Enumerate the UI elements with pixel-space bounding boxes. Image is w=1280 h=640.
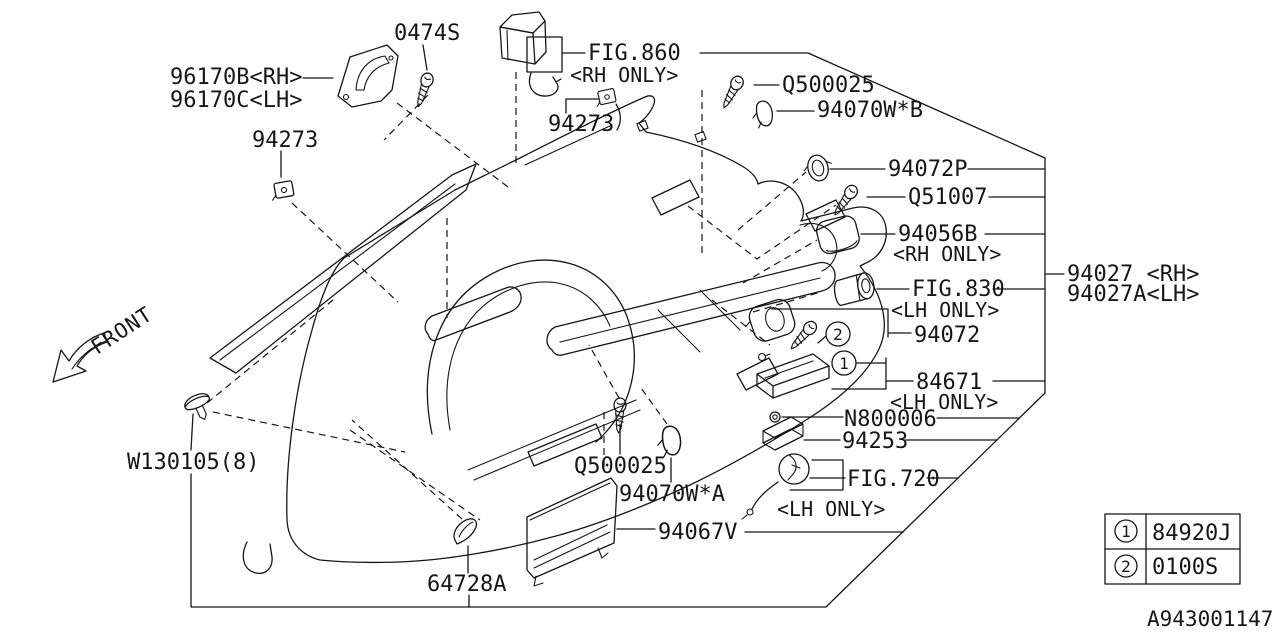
socket-94072-icon [745,298,796,342]
screw-q500025-bottom-icon [613,397,627,434]
grommet-94072p-icon [803,154,832,182]
label-96170c-lh: 96170C<LH> [170,88,302,113]
legend-part-2: 0100S [1152,555,1218,580]
label-64728a: 64728A [427,572,506,597]
fig860-box-icon [499,11,563,97]
socket-fig830-icon [833,272,875,307]
label-94273-top: 94273 [548,112,614,137]
label-84671-note: <LH ONLY> [890,390,998,414]
label-94056b-note: <RH ONLY> [893,242,1001,266]
label-94067v: 94067V [658,520,737,545]
label-fig830: FIG.830 [912,277,1005,302]
label-94273-left: 94273 [252,128,318,153]
lamp-84671-icon [756,352,830,399]
label-fig830-note: <LH ONLY> [891,298,999,322]
cap-94056b-icon [815,215,860,255]
legend-table: 1 84920J 2 0100S [1104,513,1241,585]
label-96170b-rh: 96170B<RH> [170,65,302,90]
front-label: FRONT [87,302,157,359]
bracket-96170-icon [337,44,399,108]
label-94070wb: 94070W*B [817,98,923,123]
pad-64728a-icon [453,518,478,545]
callout-1-text: 1 [839,354,849,373]
label-fig860-note: <RH ONLY> [570,63,678,87]
screw-94072-icon [790,320,818,350]
clip-94273-top-icon [596,88,617,107]
dashed-leader-lines [206,72,837,521]
label-n800006: N800006 [844,407,937,432]
clip-94070wa-icon [657,425,682,458]
grommet-fig720-icon [741,453,810,520]
label-fig720: FIG.720 [847,467,940,492]
rivet-w130105-icon [184,393,211,420]
label-fig720-note: <LH ONLY> [777,497,885,521]
callout-number-1: 1 [831,350,857,376]
legend-row-2: 2 0100S [1114,554,1218,580]
label-0474s: 0474S [394,21,460,46]
label-84671: 84671 [916,370,982,395]
label-q500025-bottom: Q500025 [574,454,667,479]
label-94072p: 94072P [888,157,967,182]
legend-num-1: 1 [1121,522,1131,541]
screw-q500025-top-icon [723,75,744,109]
callout-2-text: 2 [833,325,843,344]
legend-row-1: 1 84920J [1114,519,1231,546]
part-icons [184,11,875,587]
front-direction-indicator: FRONT [52,302,157,383]
nut-n800006-icon [769,411,781,423]
diagram-id: A943001147 [1147,607,1273,631]
label-94027-rh: 94027 <RH> [1067,262,1199,287]
label-q500025-top: Q500025 [782,73,875,98]
label-fig860: FIG.860 [588,41,681,66]
legend-num-2: 2 [1121,557,1131,576]
screw-0474s-icon [417,72,434,108]
bracket-94253-icon [762,416,804,451]
label-94027a-lh: 94027A<LH> [1067,282,1199,307]
board-94067v-icon [526,477,618,587]
diagram-border [190,52,1065,608]
label-w130105: W130105(8) [127,450,259,475]
quarter-trim-panel-art [209,95,887,574]
part-labels: 0474S 96170B<RH> 96170C<LH> 94273 FIG.86… [127,21,1199,597]
label-94072: 94072 [914,323,980,348]
callout-lines [280,44,1046,608]
label-94253: 94253 [842,429,908,454]
legend-part-1: 84920J [1152,521,1231,546]
front-arrow-icon [52,332,108,383]
screw-q51007-icon [834,184,858,216]
clip-94273-left-icon [272,180,295,201]
clip-94070wb-icon [752,100,774,129]
callout-number-2: 2 [825,321,851,347]
label-q51007: Q51007 [908,185,987,210]
label-94070wa: 94070W*A [619,482,725,507]
label-94056b: 94056B [898,222,977,247]
